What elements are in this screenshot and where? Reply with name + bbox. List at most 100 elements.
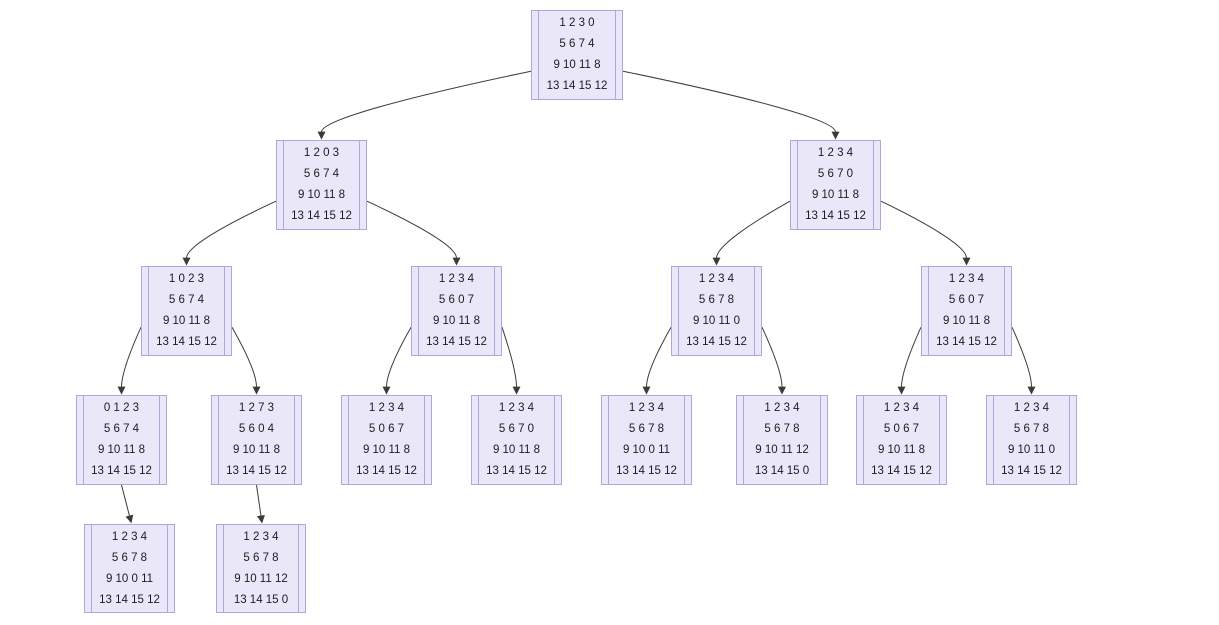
puzzle-row: 1 2 3 4: [368, 402, 405, 414]
tree-node-n16: 1 2 3 4 5 6 7 8 9 10 11 12 13 14 15 0: [216, 524, 306, 613]
puzzle-row: 1 2 3 4: [817, 147, 854, 159]
tree-node-n0: 1 2 3 0 5 6 7 4 9 10 11 8 13 14 15 12: [531, 10, 623, 100]
puzzle-row: 5 6 7 4: [303, 168, 340, 180]
puzzle-row: 1 2 3 0: [559, 17, 595, 29]
puzzle-row: 9 10 11 8: [362, 444, 411, 456]
puzzle-row: 13 14 15 0: [233, 593, 289, 606]
puzzle-row: 1 2 3 4: [243, 530, 279, 543]
tree-edge-n3-n8: [231, 326, 261, 395]
puzzle-row: 5 6 7 8: [111, 551, 148, 564]
puzzle-row: 13 14 15 12: [426, 336, 487, 348]
puzzle-row: 0 1 2 3: [103, 402, 140, 414]
tree-node-n3: 1 0 2 3 5 6 7 4 9 10 11 8 13 14 15 12: [141, 266, 232, 356]
puzzle-row: 1 2 3 4: [111, 530, 148, 543]
tree-edge-n0-n1: [317, 70, 532, 140]
tree-node-n6: 1 2 3 4 5 6 0 7 9 10 11 8 13 14 15 12: [921, 266, 1012, 356]
puzzle-row: 5 6 0 4: [238, 423, 275, 435]
puzzle-row: 1 2 0 3: [303, 147, 340, 159]
puzzle-row: 1 2 3 4: [628, 402, 665, 414]
puzzle-row: 5 6 7 4: [103, 423, 140, 435]
puzzle-row: 5 0 6 7: [883, 423, 920, 435]
tree-edge-n1-n3: [182, 200, 277, 266]
puzzle-row: 13 14 15 12: [616, 465, 677, 477]
tree-node-n5: 1 2 3 4 5 6 7 8 9 10 11 0 13 14 15 12: [671, 266, 762, 356]
puzzle-row: 9 10 11 8: [553, 59, 601, 71]
tree-edge-n8-n16: [256, 484, 265, 524]
puzzle-row: 9 10 11 8: [877, 444, 926, 456]
puzzle-row: 9 10 11 8: [232, 444, 281, 456]
tree-edge-n4-n9: [382, 326, 412, 395]
tree-edge-n6-n14: [1011, 326, 1036, 395]
tree-edge-n2-n5: [712, 200, 791, 266]
puzzle-row: 1 2 3 4: [498, 402, 535, 414]
puzzle-row: 13 14 15 12: [99, 593, 160, 606]
tree-edge-n1-n4: [366, 200, 461, 266]
puzzle-row: 5 6 0 7: [438, 294, 475, 306]
puzzle-row: 13 14 15 0: [754, 465, 810, 477]
tree-node-n8: 1 2 7 3 5 6 0 4 9 10 11 8 13 14 15 12: [211, 395, 302, 485]
puzzle-row: 5 0 6 7: [368, 423, 405, 435]
puzzle-row: 1 0 2 3: [168, 273, 205, 285]
puzzle-row: 5 6 7 0: [498, 423, 535, 435]
puzzle-row: 9 10 0 11: [105, 572, 154, 585]
puzzle-row: 1 2 3 4: [438, 273, 475, 285]
puzzle-row: 9 10 11 8: [162, 315, 211, 327]
puzzle-row: 1 2 7 3: [238, 402, 275, 414]
puzzle-row: 13 14 15 12: [936, 336, 997, 348]
tree-node-n4: 1 2 3 4 5 6 0 7 9 10 11 8 13 14 15 12: [411, 266, 502, 356]
puzzle-row: 5 6 0 7: [948, 294, 985, 306]
tree-node-n15: 1 2 3 4 5 6 7 8 9 10 0 11 13 14 15 12: [84, 524, 175, 613]
puzzle-row: 5 6 7 8: [243, 551, 279, 564]
puzzle-row: 9 10 11 8: [942, 315, 991, 327]
puzzle-row: 13 14 15 12: [871, 465, 932, 477]
puzzle-row: 1 2 3 4: [698, 273, 735, 285]
puzzle-row: 13 14 15 12: [686, 336, 747, 348]
puzzle-row: 9 10 11 12: [755, 444, 809, 456]
puzzle-row: 9 10 11 8: [432, 315, 481, 327]
puzzle-row: 13 14 15 12: [356, 465, 417, 477]
puzzle-row: 9 10 11 8: [97, 444, 146, 456]
puzzle-row: 1 2 3 4: [764, 402, 800, 414]
puzzle-row: 5 6 7 8: [1013, 423, 1050, 435]
puzzle-row: 9 10 11 8: [492, 444, 541, 456]
tree-edge-n5-n11: [642, 326, 672, 395]
puzzle-row: 9 10 11 0: [1007, 444, 1056, 456]
puzzle-row: 13 14 15 12: [226, 465, 287, 477]
puzzle-row: 13 14 15 12: [291, 210, 352, 222]
tree-node-n12: 1 2 3 4 5 6 7 8 9 10 11 12 13 14 15 0: [736, 395, 828, 485]
puzzle-row: 1 2 3 4: [948, 273, 985, 285]
tree-edge-n6-n13: [897, 326, 922, 395]
tree-node-n11: 1 2 3 4 5 6 7 8 9 10 0 11 13 14 15 12: [601, 395, 692, 485]
puzzle-row: 13 14 15 12: [1001, 465, 1062, 477]
puzzle-row: 13 14 15 12: [91, 465, 152, 477]
tree-node-n7: 0 1 2 3 5 6 7 4 9 10 11 8 13 14 15 12: [76, 395, 167, 485]
puzzle-row: 9 10 0 11: [622, 444, 671, 456]
puzzle-row: 5 6 7 8: [764, 423, 800, 435]
puzzle-row: 5 6 7 4: [168, 294, 205, 306]
tree-edge-n2-n6: [880, 200, 971, 266]
puzzle-row: 9 10 11 12: [234, 572, 288, 585]
tree-edge-n0-n2: [622, 70, 840, 140]
puzzle-row: 5 6 7 8: [628, 423, 665, 435]
puzzle-row: 9 10 11 0: [692, 315, 741, 327]
puzzle-row: 13 14 15 12: [546, 80, 608, 92]
puzzle-row: 9 10 11 8: [297, 189, 346, 201]
puzzle-row: 13 14 15 12: [156, 336, 217, 348]
puzzle-row: 9 10 11 8: [811, 189, 860, 201]
tree-node-n10: 1 2 3 4 5 6 7 0 9 10 11 8 13 14 15 12: [471, 395, 562, 485]
tree-edge-n5-n12: [761, 326, 786, 395]
puzzle-row: 13 14 15 12: [486, 465, 547, 477]
puzzle-row: 1 2 3 4: [1013, 402, 1050, 414]
tree-edges: [117, 70, 1036, 524]
puzzle-row: 5 6 7 0: [817, 168, 854, 180]
tree-edge-n4-n10: [501, 327, 521, 395]
puzzle-row: 5 6 7 4: [559, 38, 595, 50]
tree-edge-n7-n15: [121, 484, 134, 524]
tree-node-n9: 1 2 3 4 5 0 6 7 9 10 11 8 13 14 15 12: [341, 395, 432, 485]
puzzle-row: 5 6 7 8: [698, 294, 735, 306]
